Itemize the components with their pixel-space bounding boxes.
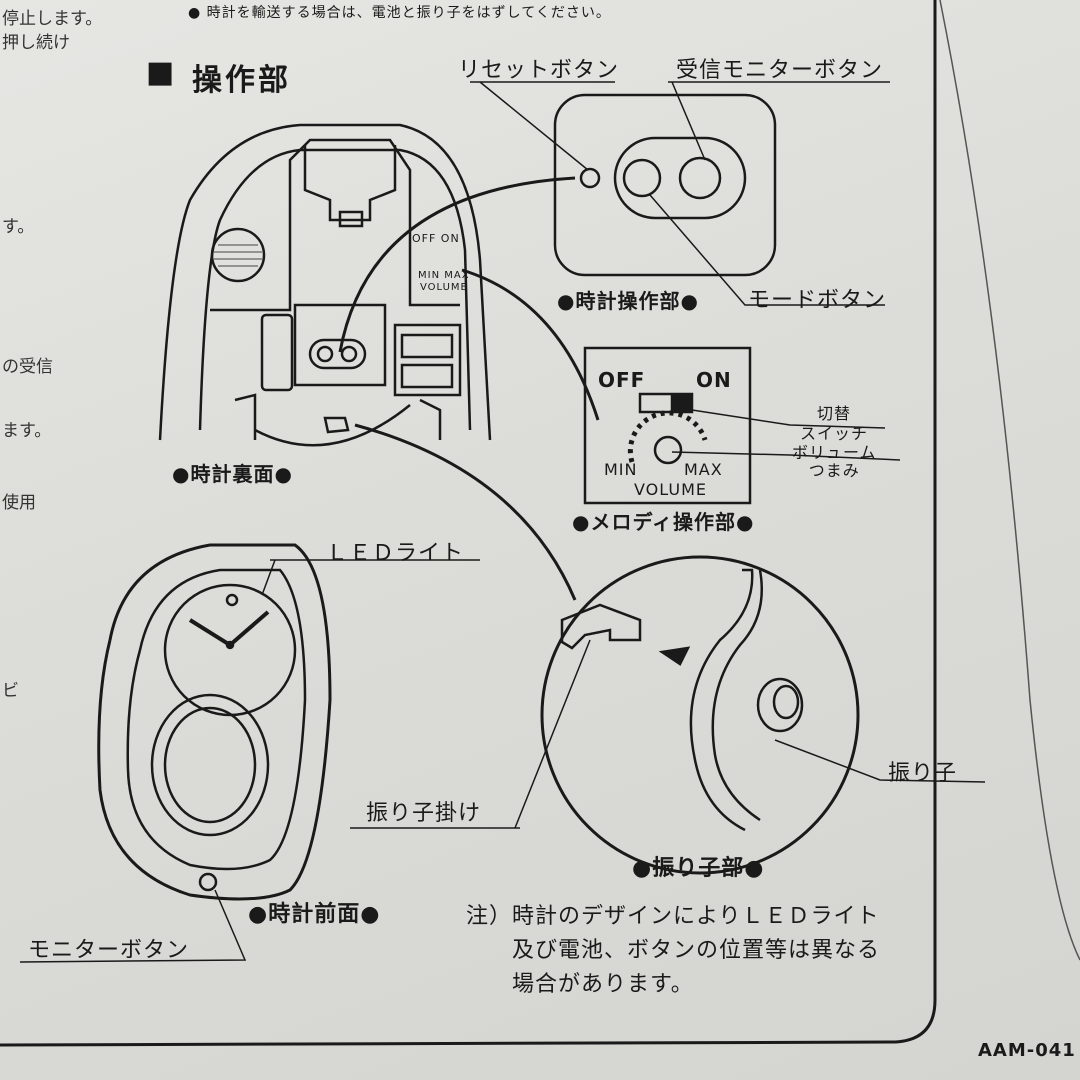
section-title: 操作部 <box>192 63 291 98</box>
melody-max-label: MAX <box>684 460 723 479</box>
clock-front-caption: ●時計前面● <box>248 902 381 927</box>
led-light-label: ＬＥＤライト <box>326 541 465 566</box>
model-code: AAM-041 <box>978 1040 1076 1061</box>
mode-button-label: モードボタン <box>748 288 887 313</box>
pendulum-detail-circle <box>540 555 860 875</box>
page-frame-line <box>0 0 937 1047</box>
pendulum-hook-back <box>323 416 350 434</box>
switch-label: 切替 スイッチ <box>800 404 869 443</box>
page-fold <box>939 0 1080 961</box>
pendulum-hanger-label: 振り子掛け <box>366 801 482 826</box>
mode-button <box>622 158 662 198</box>
pendulum-label: 振り子 <box>888 761 958 786</box>
melody-min-label: MIN <box>604 460 638 479</box>
back-min-max-label: MIN MAX <box>418 270 470 281</box>
margin-fragment-1: 停止します。 <box>2 9 103 29</box>
monitor-receive-button-label: 受信モニターボタン <box>676 58 884 83</box>
melody-controls-caption: ●メロディ操作部● <box>572 510 755 534</box>
led-light <box>225 593 239 607</box>
melody-switch <box>638 392 694 414</box>
section-marker: ■ <box>146 55 178 90</box>
monitor-receive-button <box>678 156 722 200</box>
reset-button-label: リセットボタン <box>458 58 620 83</box>
margin-fragment-6: 使用 <box>2 493 36 513</box>
clock-controls-caption: ●時計操作部● <box>557 289 699 313</box>
design-note: 注）時計のデザインによりＬＥＤライト 及び電池、ボタンの位置等は異なる 場合があ… <box>466 904 881 997</box>
back-off-on-label: OFF ON <box>412 232 460 245</box>
margin-fragment-4: の受信 <box>2 357 53 377</box>
margin-fragment-3: す。 <box>2 217 35 237</box>
margin-fragment-5: ます。 <box>2 421 52 441</box>
margin-fragment-2: 押し続け <box>2 33 70 53</box>
reset-button-hole <box>579 167 601 189</box>
margin-fragment-7: ビ <box>2 681 19 701</box>
speaker-grille <box>210 227 266 283</box>
battery-compartment <box>393 323 462 397</box>
melody-volume-label: VOLUME <box>634 480 707 499</box>
monitor-button-label: モニターボタン <box>28 938 190 963</box>
volume-knob <box>653 435 683 465</box>
clock-controls-panel <box>553 93 777 277</box>
clock-back-caption: ●時計裏面● <box>172 462 293 486</box>
pendulum-part-caption: ●振り子部● <box>632 856 765 881</box>
back-volume-label: VOLUME <box>420 282 468 293</box>
pendulum-hanger-drawing <box>560 603 642 650</box>
battery-slot-left <box>260 313 294 392</box>
top-note: ● 時計を輸送する場合は、電池と振り子をはずしてください。 <box>188 5 611 21</box>
monitor-button-front <box>198 872 218 892</box>
clock-back-drawing <box>158 123 492 447</box>
back-buttons <box>308 338 367 370</box>
clock-front-drawing <box>97 543 332 901</box>
melody-off-label: OFF <box>598 368 646 392</box>
melody-on-label: ON <box>696 368 732 392</box>
volume-knob-label: ボリューム つまみ <box>792 443 877 480</box>
melody-controls-panel <box>583 346 752 505</box>
